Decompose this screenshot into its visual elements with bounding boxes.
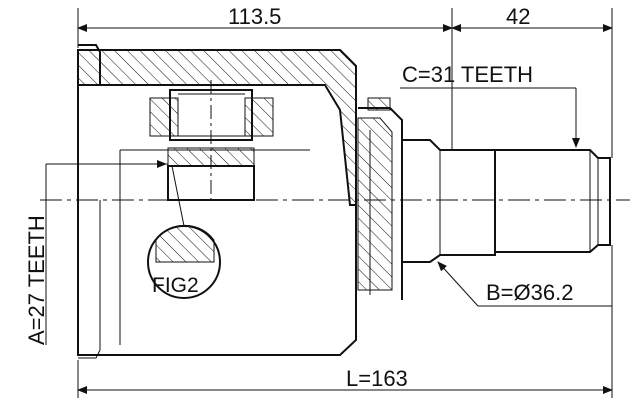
inner-spline-callout: A=27 TEETH	[24, 160, 168, 345]
dust-seal	[357, 97, 403, 300]
joint-housing	[77, 44, 357, 359]
fig2-label: FIG2	[152, 274, 199, 297]
fig2-callout: FIG2	[147, 165, 221, 299]
seal-diameter-callout: B=Ø36.2	[437, 261, 612, 307]
outer-spline-label: C=31 TEETH	[402, 62, 533, 87]
dim-housing-length: 113.5	[77, 4, 453, 150]
seal-diameter-label: B=Ø36.2	[486, 280, 573, 305]
dim-shaft-length: 42	[451, 4, 613, 158]
dim-113-5-label: 113.5	[228, 4, 281, 29]
dim-overall-length: L=163	[77, 245, 613, 398]
outer-spline-callout: C=31 TEETH	[400, 62, 580, 148]
inner-spline-label: A=27 TEETH	[24, 215, 49, 345]
dim-42-label: 42	[506, 4, 530, 29]
dim-163-label: L=163	[346, 366, 408, 391]
tripod-bearing	[119, 80, 310, 201]
output-shaft	[402, 139, 611, 263]
